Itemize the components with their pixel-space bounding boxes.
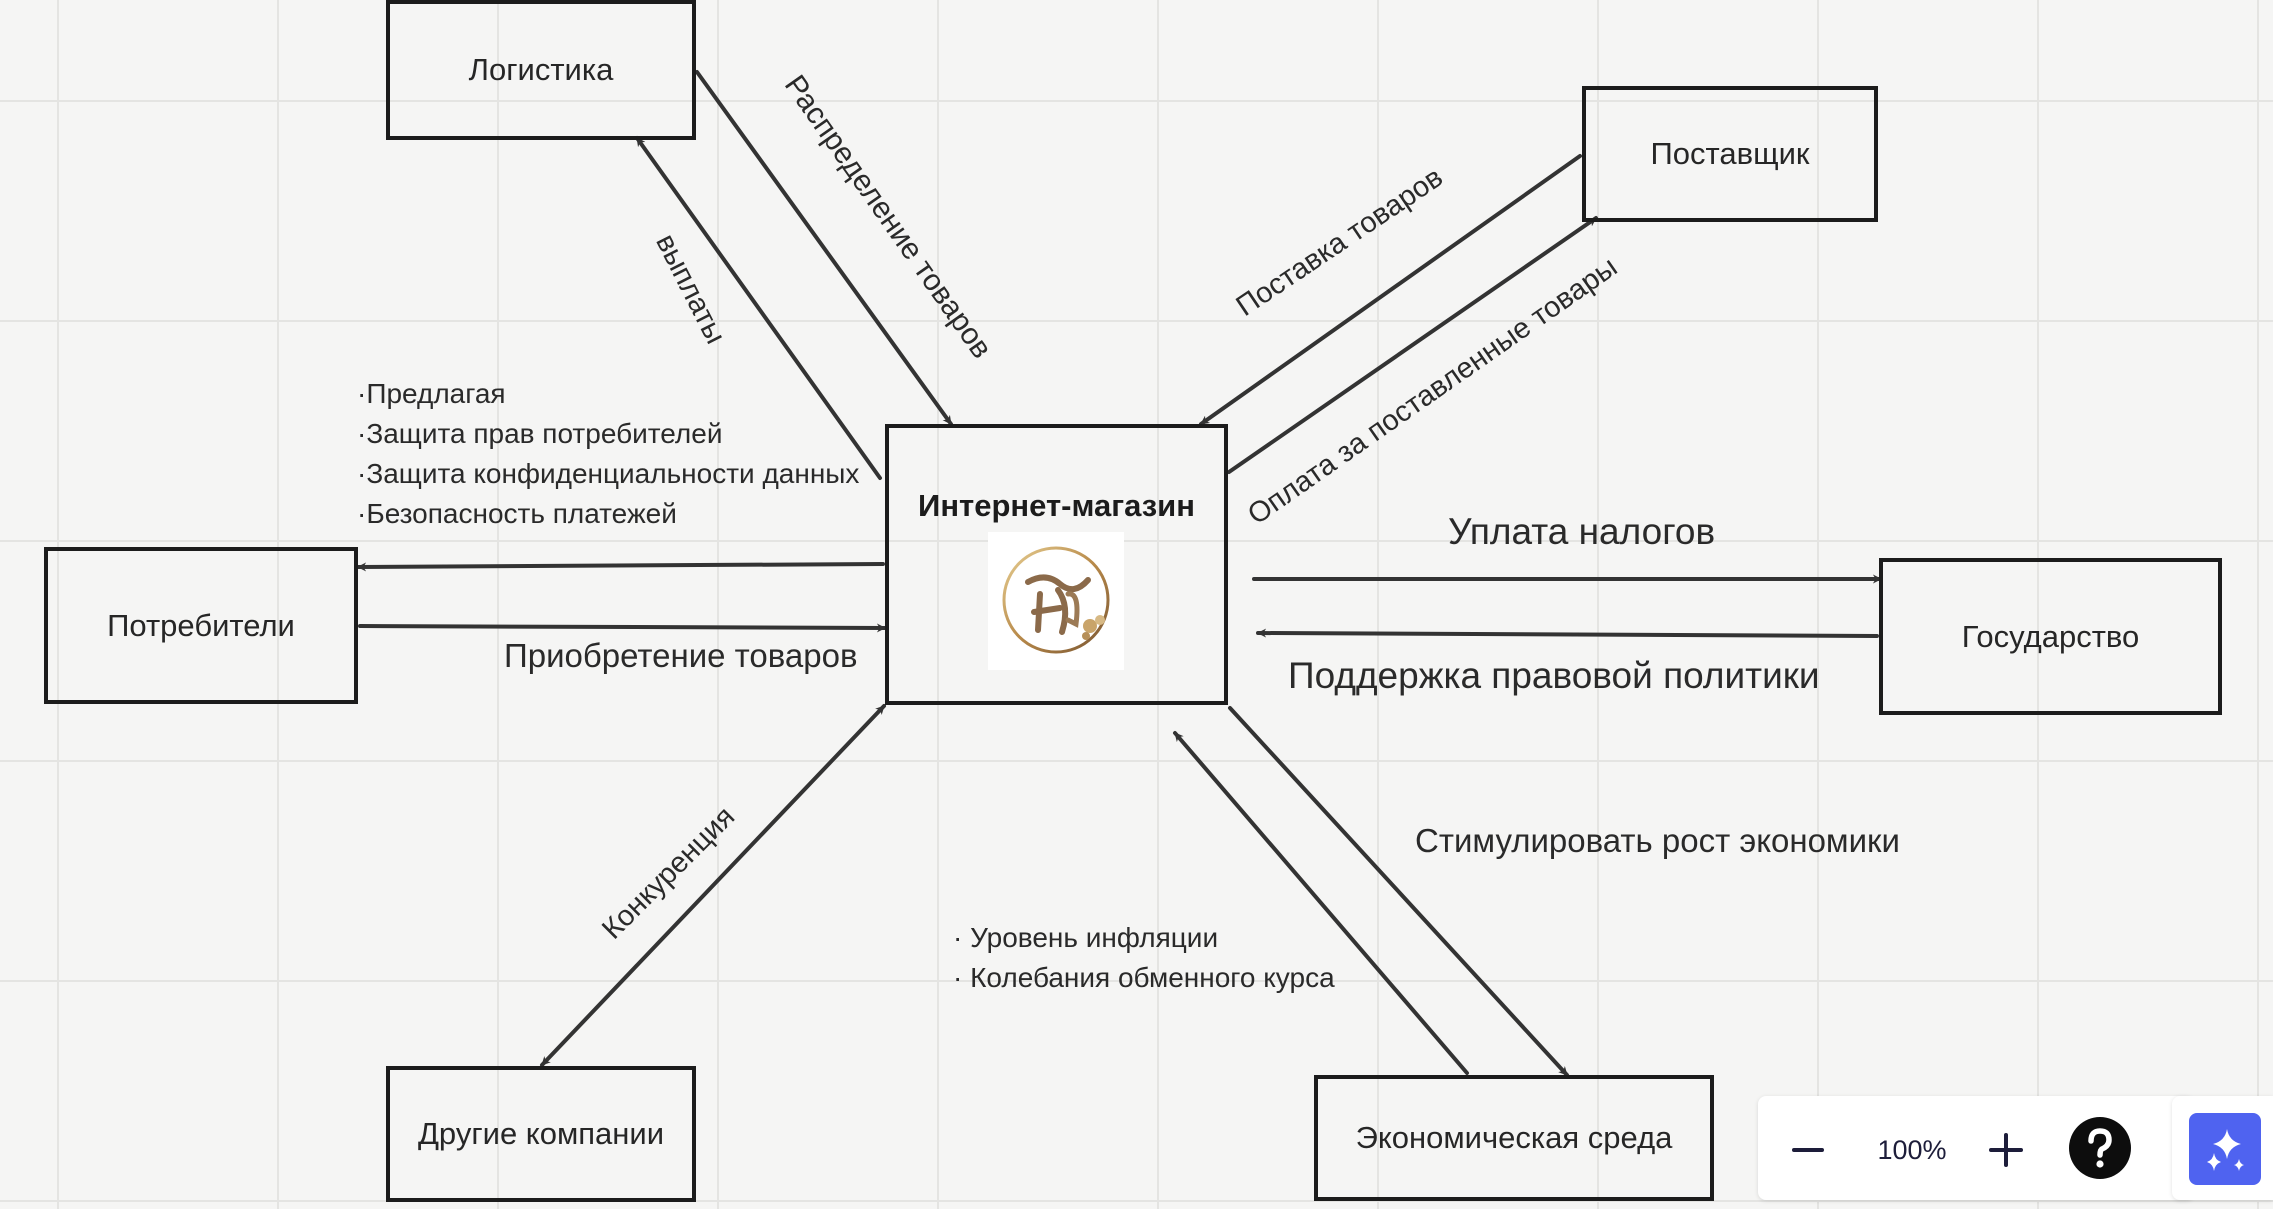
node-economy-label: Экономическая среда [1355, 1120, 1673, 1155]
node-center-label: Интернет-магазин [918, 488, 1195, 523]
node-logistics[interactable]: Логистика [386, 0, 696, 140]
arrow-distribution[interactable] [695, 70, 953, 426]
shop-logo [988, 532, 1124, 670]
zoom-controls: 100% [1758, 1096, 2194, 1200]
node-consumers-label: Потребители [107, 607, 295, 643]
list-item: · Колебания обменного курса [953, 962, 1335, 993]
list-item: ·Защита прав потребителей [357, 418, 723, 449]
consumer-factors-list: ·Предлагая ·Защита прав потребителей ·За… [357, 374, 859, 534]
node-companies[interactable]: Другие компании [386, 1066, 696, 1202]
node-state-label: Государство [1961, 618, 2140, 654]
help-icon [2069, 1117, 2131, 1179]
label-legal: Поддержка правовой политики [1288, 655, 1820, 696]
node-center[interactable]: Интернет-магазин [885, 424, 1228, 705]
arrow-consumers-out[interactable] [356, 562, 885, 572]
economy-factors-list: · Уровень инфляции · Колебания обменного… [953, 918, 1335, 998]
node-supplier[interactable]: Поставщик [1582, 86, 1878, 222]
plus-icon [1989, 1133, 2023, 1167]
list-item: ·Безопасность платежей [357, 498, 677, 529]
arrow-economy-in[interactable] [1173, 731, 1469, 1075]
arrow-purchase[interactable] [358, 623, 887, 633]
label-purchase: Приобретение товаров [504, 637, 858, 674]
label-stimulate: Стимулировать рост экономики [1415, 822, 1900, 859]
node-companies-label: Другие компании [417, 1116, 665, 1151]
sparkle-icon [2207, 1129, 2244, 1171]
list-item: ·Предлагая [357, 378, 506, 409]
arrow-stimulate[interactable] [1228, 706, 1569, 1077]
ai-panel [2172, 1096, 2273, 1200]
list-item: · Уровень инфляции [953, 922, 1219, 953]
node-economy[interactable]: Экономическая среда [1314, 1075, 1714, 1201]
zoom-in-button[interactable] [1978, 1122, 2034, 1178]
zoom-level[interactable]: 100% [1877, 1134, 1947, 1165]
arrow-payouts[interactable] [635, 136, 882, 480]
node-state[interactable]: Государство [1879, 558, 2222, 715]
ai-assistant-button[interactable] [2189, 1113, 2261, 1185]
arrow-competition[interactable] [540, 704, 886, 1067]
help-button[interactable] [2068, 1116, 2132, 1180]
node-logistics-label: Логистика [468, 52, 614, 87]
list-item: ·Защита конфиденциальности данных [357, 458, 860, 489]
minus-icon [1792, 1148, 1824, 1152]
arrow-payment[interactable] [1227, 216, 1598, 474]
logo-emblem-icon [1002, 546, 1110, 654]
arrow-legal[interactable] [1256, 628, 1879, 638]
node-consumers[interactable]: Потребители [44, 547, 358, 704]
arrow-supply[interactable] [1199, 154, 1582, 426]
node-supplier-label: Поставщик [1650, 136, 1810, 171]
zoom-out-button[interactable] [1780, 1122, 1836, 1178]
label-taxes: Уплата налогов [1448, 511, 1716, 552]
